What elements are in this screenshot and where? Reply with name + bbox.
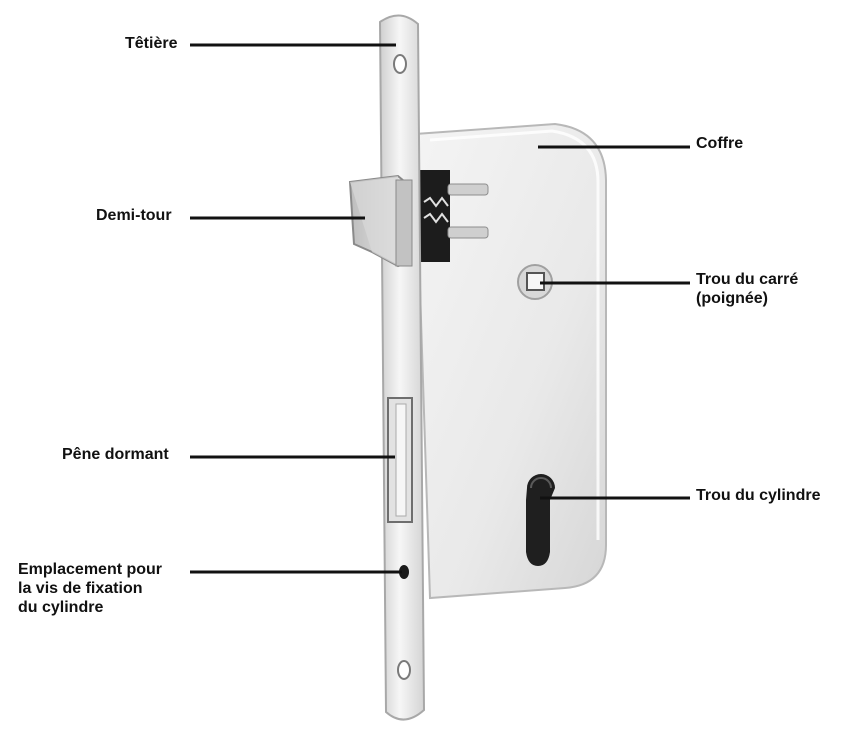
face-plate	[378, 14, 426, 721]
label-demi-tour-text: Demi-tour	[96, 207, 172, 224]
label-tetiere-text: Têtière	[125, 35, 178, 52]
label-emplacement-line1: Emplacement pour	[18, 561, 163, 578]
label-tetiere: Têtière	[125, 34, 177, 53]
label-emplacement: Emplacement pour la vis de fixation du c…	[18, 560, 162, 617]
leader-lines	[190, 43, 690, 574]
face-plate-bottom-hole	[397, 660, 411, 680]
label-trou-carre-line1: Trou du carré	[696, 271, 799, 288]
deadbolt	[387, 397, 413, 523]
label-demi-tour: Demi-tour	[96, 206, 172, 225]
label-pene-dormant-text: Pêne dormant	[62, 446, 169, 463]
lock-case	[413, 122, 607, 600]
label-trou-cylindre-text: Trou du cylindre	[696, 487, 821, 504]
latch-mechanism	[420, 170, 489, 262]
label-trou-carre-line2: (poignée)	[696, 290, 768, 307]
latch-bolt	[348, 174, 413, 268]
face-plate-top-hole	[393, 54, 407, 74]
label-trou-cylindre: Trou du cylindre	[696, 486, 820, 505]
label-coffre-text: Coffre	[696, 135, 744, 152]
label-trou-carre: Trou du carré (poignée)	[696, 270, 798, 308]
cylinder-screw-hole	[399, 565, 409, 579]
label-emplacement-line3: du cylindre	[18, 599, 104, 616]
label-coffre: Coffre	[696, 134, 743, 153]
label-pene-dormant: Pêne dormant	[62, 445, 169, 464]
label-emplacement-line2: la vis de fixation	[18, 580, 143, 597]
